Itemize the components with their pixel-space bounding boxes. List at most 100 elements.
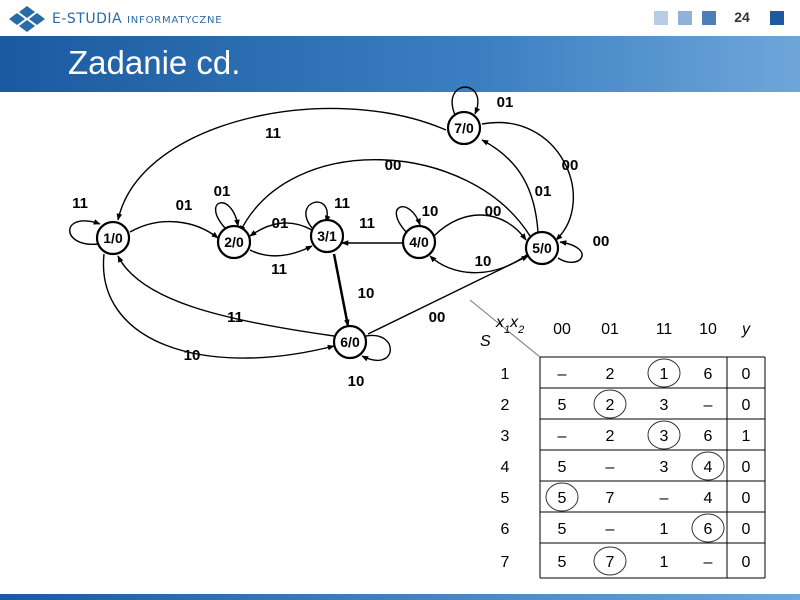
edge-s1-self [69, 219, 101, 245]
edge-s3-s2 [249, 222, 313, 237]
table-grid [539, 356, 766, 579]
table-cell: 0 [742, 459, 751, 476]
edge-label-s7-self: 01 [497, 94, 514, 111]
edge-s2-self [214, 202, 240, 229]
logo-main-text: E-STUDIA [52, 11, 128, 27]
edge-s6-s5 [367, 255, 529, 335]
table-cell: 5 [558, 397, 567, 414]
edge-s5-s7 [481, 139, 539, 233]
stable-mark-2 [593, 389, 627, 419]
table-cell: 0 [742, 397, 751, 414]
edge-label-s1-s6: 10 [184, 347, 201, 364]
stable-state-marks [545, 358, 725, 576]
col-header: 11 [656, 321, 673, 338]
table-cell: – [660, 490, 669, 507]
table-cell: 0 [742, 366, 751, 383]
corner-x1: x [495, 314, 505, 331]
edge-label-s4-self: 10 [422, 203, 439, 220]
row-state: 1 [501, 366, 510, 383]
edge-label-s1-self: 11 [72, 195, 88, 212]
edge-s3-self [305, 201, 331, 229]
row-state: 2 [501, 397, 510, 414]
state-label: 7/0 [454, 120, 474, 136]
table-cell: 1 [660, 554, 669, 571]
corner-diagonal [469, 299, 541, 358]
table-cell: – [606, 459, 615, 476]
deco-square-4 [770, 11, 784, 25]
edge-s3-s6 [332, 253, 350, 327]
deco-square-1 [654, 11, 668, 25]
edge-s2-s3 [249, 245, 313, 257]
table-cell: – [704, 554, 713, 571]
state-s4: 4/0 [401, 224, 437, 260]
table-cell: 1 [742, 428, 751, 445]
col-header: 01 [601, 321, 619, 338]
edge-s1-s2 [129, 220, 219, 239]
table-cell: 5 [558, 521, 567, 538]
state-s6: 6/0 [332, 324, 368, 360]
edge-s4-self [395, 206, 421, 235]
table-cell: 3 [660, 459, 669, 476]
table-cell: – [558, 366, 567, 383]
corner-sub1: 1 [504, 324, 510, 336]
stable-mark-6 [691, 513, 725, 543]
edge-label-s4-s5: 00 [485, 203, 502, 220]
edge-s7-s5 [481, 121, 574, 241]
footer-bar [0, 594, 800, 600]
table-cell: 4 [704, 459, 713, 476]
table-cell: 1 [660, 366, 669, 383]
edge-label-s5-s4: 10 [475, 253, 492, 270]
state-label: 6/0 [340, 334, 360, 350]
state-s7: 7/0 [446, 110, 482, 146]
table-cell: 5 [558, 490, 567, 507]
deco-square-3 [702, 11, 716, 25]
edge-label-s6-s5: 00 [429, 309, 446, 326]
edge-label-s3-s2: 01 [272, 215, 289, 232]
col-header: 10 [699, 321, 717, 338]
logo: E-STUDIA INFORMATYCZNE [8, 4, 268, 34]
stable-mark-7 [593, 546, 627, 576]
logo-small-text: INFORMATYCZNE [127, 15, 223, 26]
table-cell: 1 [660, 521, 669, 538]
table-cell: – [606, 521, 615, 538]
edge-label-s7-s5: 00 [562, 157, 579, 174]
state-label: 1/0 [103, 230, 123, 246]
stable-mark-1 [647, 358, 681, 388]
table-cell: 3 [660, 397, 669, 414]
table-cell: 2 [606, 366, 615, 383]
corner-sub2: 2 [517, 324, 524, 336]
row-state: 3 [501, 428, 510, 445]
page-title: Zadanie cd. [68, 44, 241, 81]
col-header: y [741, 321, 751, 338]
col-header: 00 [553, 321, 571, 338]
state-s2: 2/0 [216, 224, 252, 260]
edge-s7-s1 [116, 107, 447, 221]
table-cell: 0 [742, 521, 751, 538]
edge-label-s5-s7: 01 [535, 183, 552, 200]
table-cell: 7 [606, 554, 615, 571]
state-label: 5/0 [532, 240, 552, 256]
edge-s5-self [557, 240, 583, 263]
title-bar [0, 36, 800, 92]
table-cell: 7 [606, 490, 615, 507]
edge-label-s3-s6: 10 [358, 285, 375, 302]
edge-label-s5-self: 00 [593, 233, 610, 250]
stable-mark-4 [691, 451, 725, 481]
table-cell: 6 [704, 428, 713, 445]
edge-label-s4-s3: 11 [359, 215, 375, 232]
table-cell: 2 [606, 397, 615, 414]
table-cell: 0 [742, 554, 751, 571]
state-label: 3/1 [317, 228, 337, 244]
logo-icon [9, 6, 45, 32]
table-cell: 6 [704, 366, 713, 383]
row-state: 4 [501, 459, 510, 476]
edge-label-s2-s3: 11 [271, 261, 287, 278]
table-cell: 3 [660, 428, 669, 445]
edge-s4-s5 [433, 214, 527, 241]
page-number: 24 [734, 9, 750, 25]
edge-label-s1-s2: 01 [176, 197, 193, 214]
edge-s6-self [361, 334, 391, 362]
row-state: 5 [501, 490, 510, 507]
edge-label-s7-s1: 11 [265, 125, 281, 142]
